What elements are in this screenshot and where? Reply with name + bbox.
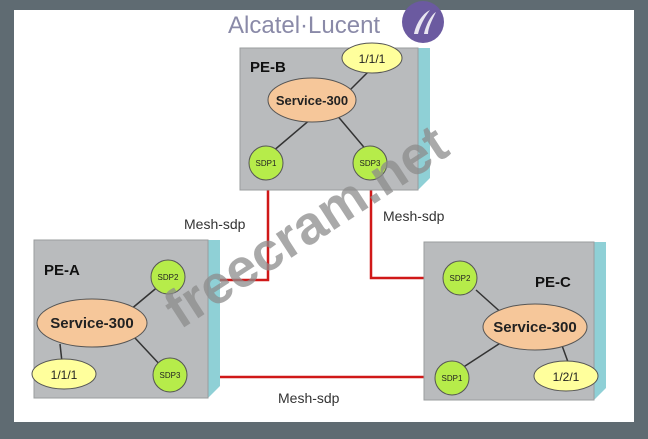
service-label: Service-300 xyxy=(493,319,576,336)
brand-logo: Alcatel·Lucent xyxy=(228,1,444,43)
router-label: PE-A xyxy=(44,262,80,279)
sdp-label: SDP1 xyxy=(442,374,463,383)
sdp-label: SDP1 xyxy=(256,159,277,168)
link-label-bc: Mesh-sdp xyxy=(383,208,445,224)
service-node xyxy=(267,77,357,123)
sdp-node xyxy=(442,260,478,296)
sdp-label: SDP3 xyxy=(360,159,381,168)
router-label: PE-C xyxy=(535,274,571,291)
port-label: 1/2/1 xyxy=(553,370,580,384)
sdp-node xyxy=(152,357,188,393)
alcatel-lucent-swirl-icon xyxy=(402,1,444,43)
port-label: 1/1/1 xyxy=(51,368,78,382)
service-node xyxy=(36,298,148,348)
link-label-ab: Mesh-sdp xyxy=(184,216,246,232)
sdp-node xyxy=(248,145,284,181)
service-node xyxy=(482,303,588,351)
link-label-ac: Mesh-sdp xyxy=(278,390,340,406)
brand-name: Alcatel·Lucent xyxy=(228,12,380,39)
sdp-node xyxy=(434,360,470,396)
sdp-label: SDP2 xyxy=(158,273,179,282)
port-label: 1/1/1 xyxy=(359,52,386,66)
service-label: Service-300 xyxy=(50,315,133,332)
sdp-node xyxy=(352,145,388,181)
port xyxy=(533,360,599,392)
router-label: PE-B xyxy=(250,59,286,76)
service-label: Service-300 xyxy=(276,93,348,108)
router-pe-b: PE-B 1/1/1 Service-300 SDP1 SDP3 xyxy=(239,42,430,191)
port xyxy=(31,358,97,390)
sdp-label: SDP3 xyxy=(160,371,181,380)
router-pe-c: PE-C SDP2 Service-300 SDP1 1/2/1 xyxy=(423,241,606,401)
router-pe-a: PE-A SDP2 Service-300 1/1/1 SDP3 xyxy=(31,239,220,399)
sdp-label: SDP2 xyxy=(450,274,471,283)
port xyxy=(341,42,403,74)
sdp-node xyxy=(150,259,186,295)
